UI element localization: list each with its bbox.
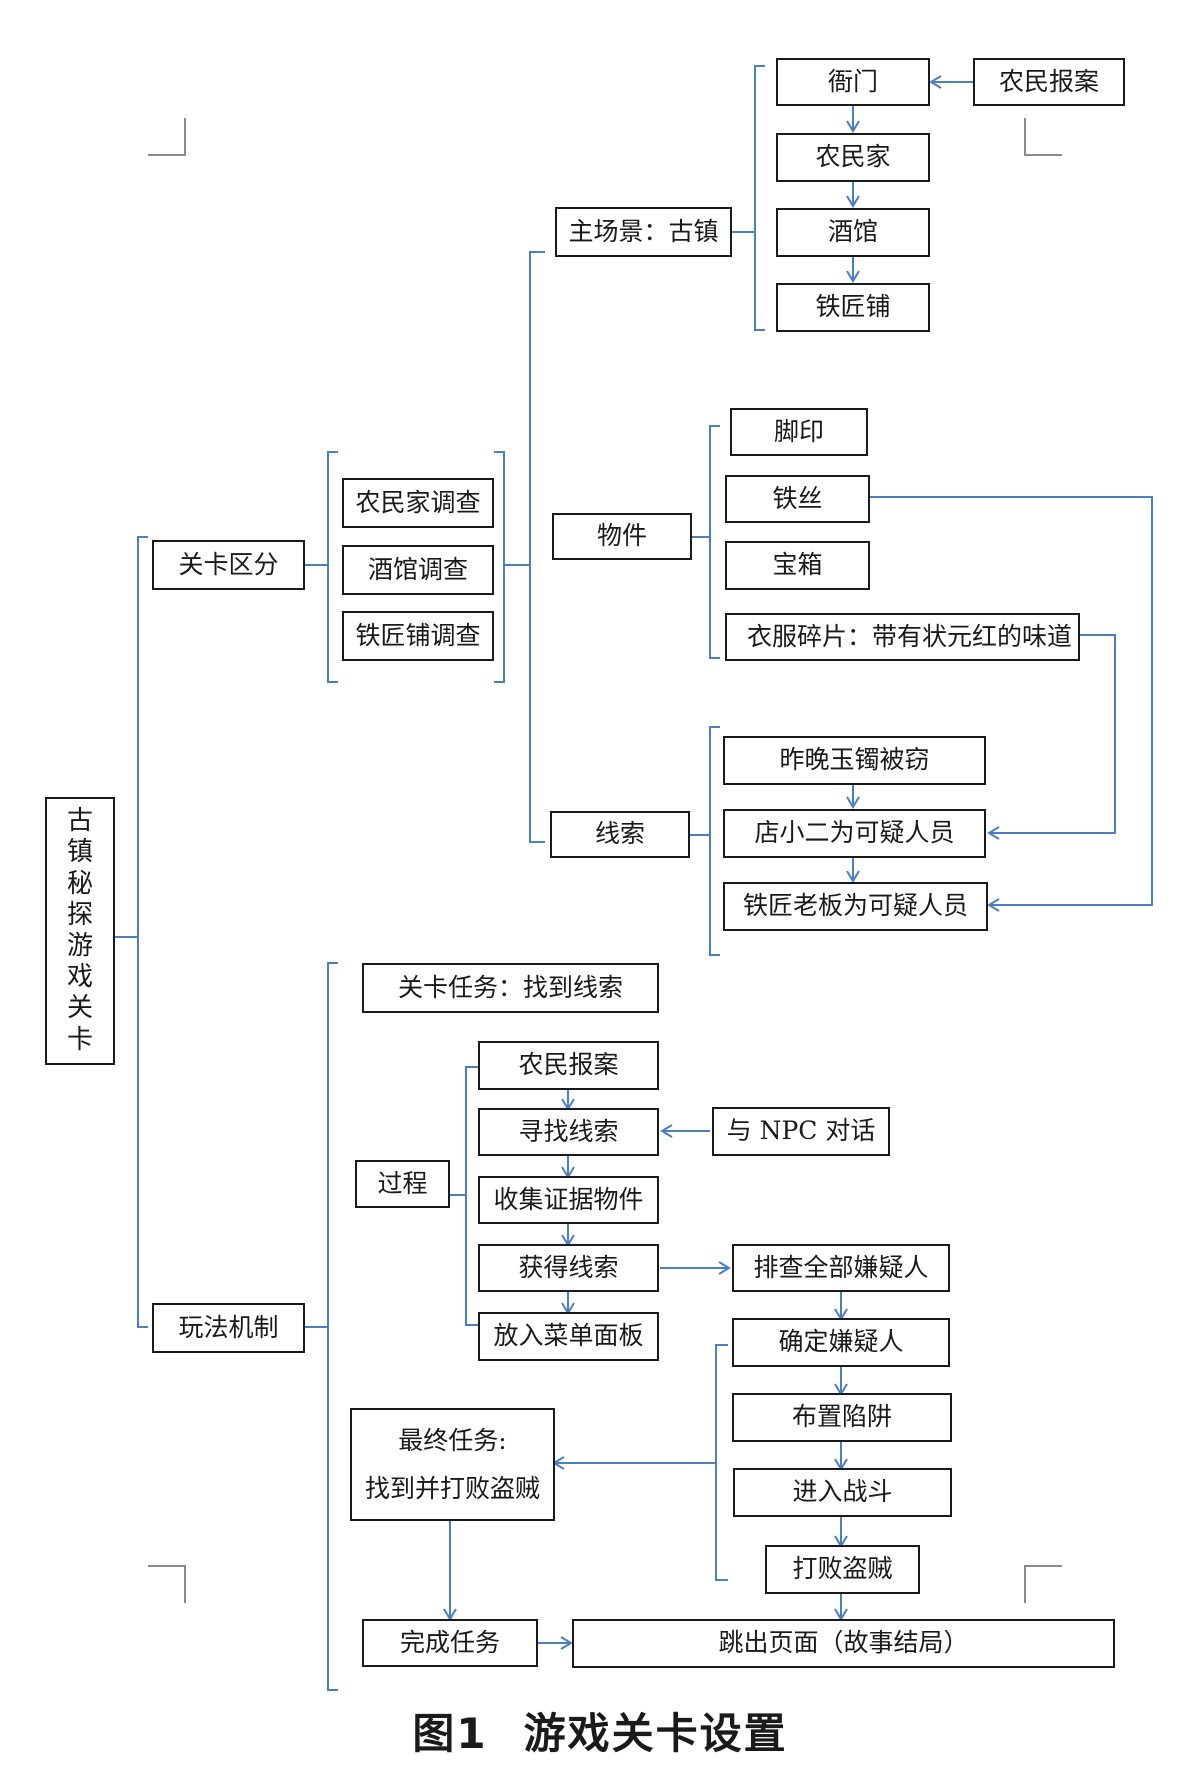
crop-mark-top-right: [1024, 118, 1062, 156]
figure-caption: 图1 游戏关卡设置: [0, 1700, 1200, 1761]
figure-number: 图1: [412, 1709, 488, 1758]
complete-task-node: 完成任务: [362, 1619, 538, 1667]
farmer-report-node: 农民报案: [973, 58, 1125, 106]
process-bracket: [465, 1066, 478, 1326]
process-step-node: 寻找线索: [478, 1108, 659, 1156]
item-node: 宝箱: [725, 541, 870, 590]
level-task-node: 关卡任务：找到线索: [362, 963, 659, 1013]
investigation-node: 铁匠铺调查: [342, 611, 494, 661]
root-bracket: [137, 536, 148, 1328]
investigation-step-node: 排查全部嫌疑人: [732, 1244, 950, 1292]
investigation-step-node: 确定嫌疑人: [732, 1318, 950, 1367]
clue-node: 铁匠老板为可疑人员: [723, 882, 988, 931]
item-node: 衣服碎片：带有状元红的味道: [725, 613, 1080, 661]
process-step-node: 农民报案: [478, 1041, 659, 1090]
category-bracket: [529, 251, 545, 843]
scene-node: 农民家: [776, 133, 930, 182]
root-char: 古: [66, 806, 93, 837]
investigation-node: 酒馆调查: [342, 545, 494, 595]
investigation-node: 农民家调查: [342, 478, 494, 528]
crop-mark-bottom-right: [1024, 1565, 1062, 1603]
investigation-step-node: 布置陷阱: [732, 1393, 952, 1442]
root-char: 镇: [66, 837, 93, 868]
process-node: 过程: [355, 1160, 450, 1208]
cloth-to-waiter-arrow: [987, 634, 1116, 840]
scene-node: 酒馆: [776, 208, 930, 257]
item-node: 脚印: [730, 408, 868, 456]
investigation-bracket-right: [494, 451, 505, 683]
scene-node: 衙门: [776, 58, 930, 106]
root-char: 关: [66, 993, 93, 1024]
crop-mark-bottom-left: [148, 1565, 186, 1603]
root-node: 古 镇 秘 探 游 戏 关 卡: [45, 797, 115, 1065]
story-ending-node: 跳出页面（故事结局）: [572, 1619, 1115, 1668]
clue-node: 店小二为可疑人员: [723, 809, 986, 858]
root-char: 卡: [66, 1024, 93, 1055]
root-char: 游: [66, 931, 93, 961]
npc-dialog-node: 与 NPC 对话: [712, 1107, 890, 1156]
item-node: 铁丝: [725, 475, 870, 523]
final-task-line: 找到并打败盗贼: [364, 1473, 540, 1503]
final-task-line: 最终任务:: [398, 1426, 507, 1455]
items-bracket: [709, 425, 720, 659]
scene-bracket: [754, 65, 765, 331]
final-stage-bracket: [715, 1344, 728, 1581]
figure-title: 游戏关卡设置: [523, 1709, 788, 1758]
root-char: 秘: [66, 868, 93, 899]
crop-mark-top-left: [148, 118, 186, 156]
level-distinction-node: 关卡区分: [152, 540, 305, 590]
process-step-node: 获得线索: [478, 1244, 659, 1292]
root-char: 探: [66, 899, 93, 930]
scene-node: 铁匠铺: [776, 283, 930, 332]
gameplay-mechanism-node: 玩法机制: [152, 1303, 305, 1353]
clue-node: 昨晚玉镯被窃: [723, 736, 986, 785]
process-step-node: 放入菜单面板: [478, 1312, 659, 1361]
wire-to-smith-arrow: [870, 496, 1153, 912]
clues-bracket: [709, 726, 720, 956]
clues-category-node: 线索: [550, 811, 690, 858]
scene-category-node: 主场景：古镇: [555, 207, 732, 257]
gameplay-bracket: [327, 962, 338, 1691]
process-step-node: 收集证据物件: [478, 1176, 659, 1224]
investigation-bracket-left: [327, 451, 338, 683]
final-task-node: 最终任务: 找到并打败盗贼: [350, 1408, 555, 1521]
investigation-step-node: 打败盗贼: [765, 1545, 920, 1594]
investigation-step-node: 进入战斗: [733, 1468, 952, 1517]
root-char: 戏: [66, 962, 93, 993]
items-category-node: 物件: [552, 513, 692, 560]
